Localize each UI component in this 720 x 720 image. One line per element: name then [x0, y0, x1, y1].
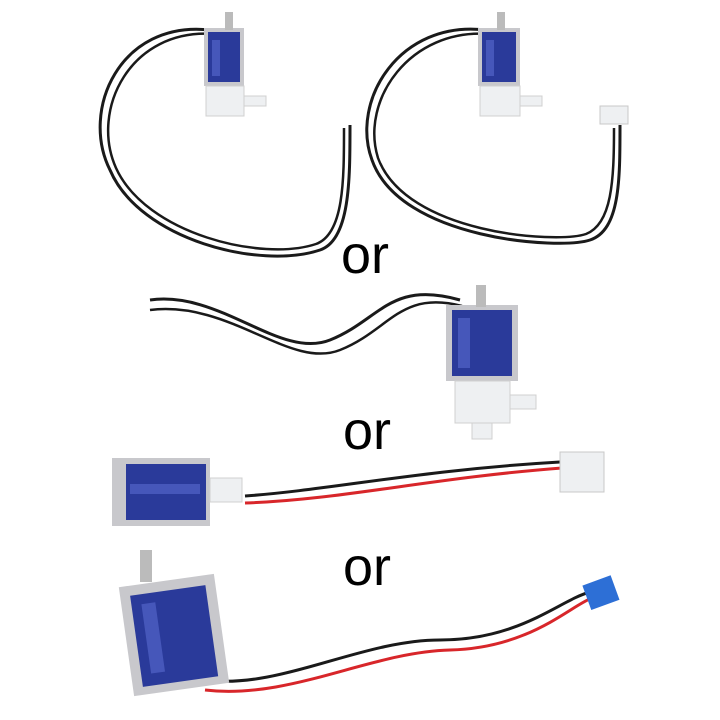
valve-variant-2: [365, 12, 629, 245]
valve-variant-5: [118, 550, 620, 697]
or-label-3: or: [343, 537, 392, 597]
valve-variant-3: [149, 285, 537, 440]
or-label-2: or: [343, 401, 392, 461]
valve-variant-4: [112, 451, 605, 526]
or-label-1: or: [341, 225, 390, 285]
valve-variant-1: [98, 12, 352, 258]
